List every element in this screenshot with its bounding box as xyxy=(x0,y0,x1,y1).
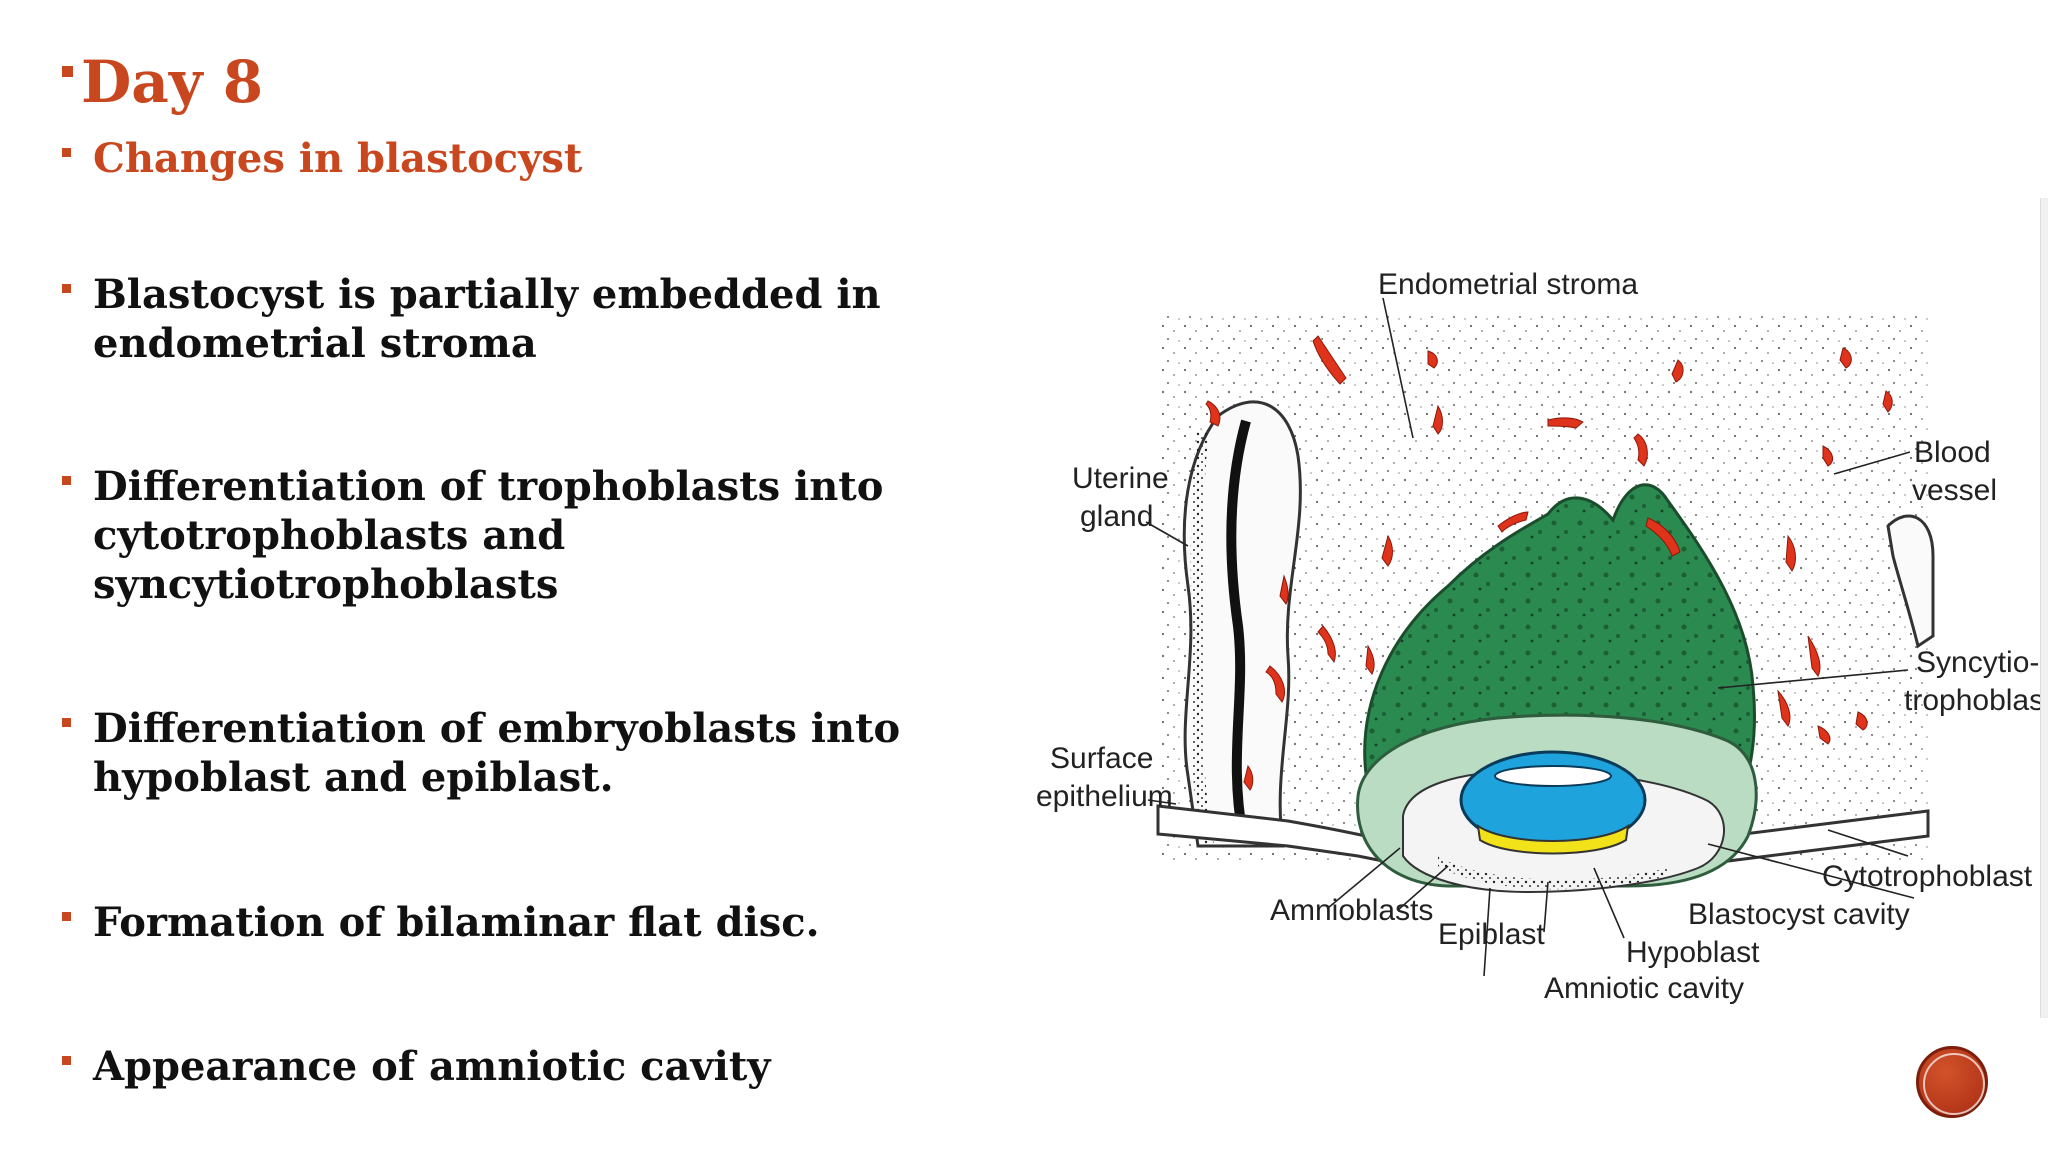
label-endometrial-stroma: Endometrial stroma xyxy=(1378,268,1638,301)
uterine-gland-right xyxy=(1886,514,1935,649)
blood-vessels xyxy=(1205,335,1893,791)
label-blastocyst-cavity: Blastocyst cavity xyxy=(1688,898,1910,931)
label-uterine-gland-2: gland xyxy=(1080,500,1153,533)
point-bullet xyxy=(62,476,71,485)
point-row: Formation of bilaminar flat disc. xyxy=(62,898,923,947)
blastocyst-diagram: Endometrial stroma Uterine gland Blood v… xyxy=(1036,268,2040,1005)
point-row: Appearance of amniotic cavity xyxy=(62,1042,923,1091)
title-bullet xyxy=(62,66,73,77)
label-syncytiotrophoblast: Syncytio- xyxy=(1916,646,2039,679)
point-row: Differentiation of trophoblasts into cyt… xyxy=(62,462,923,609)
label-epiblast: Epiblast xyxy=(1438,918,1545,951)
point-text: Appearance of amniotic cavity xyxy=(93,1043,771,1090)
gland-cells xyxy=(1190,430,1214,847)
gland-lumen xyxy=(1226,419,1251,837)
point-bullet xyxy=(62,1056,71,1065)
subtitle-bullet xyxy=(62,148,71,157)
label-blood-vessel-2: vessel xyxy=(1912,474,1997,507)
surface-epithelium-right xyxy=(1726,809,1930,863)
point-row: Blastocyst is partially embedded in endo… xyxy=(62,270,923,368)
slide-subtitle: Changes in blastocyst xyxy=(93,135,583,182)
point-text: Differentiation of embryoblasts into hyp… xyxy=(93,705,901,801)
label-surface-epithelium-2: epithelium xyxy=(1036,780,1173,813)
label-blood-vessel: Blood xyxy=(1914,436,1991,469)
subtitle-row: Changes in blastocyst xyxy=(62,134,582,184)
label-hypoblast: Hypoblast xyxy=(1626,936,1760,969)
label-leader-lines xyxy=(1145,297,1915,977)
point-bullet xyxy=(62,284,71,293)
label-amnioblasts: Amnioblasts xyxy=(1270,894,1433,927)
scrollbar[interactable] xyxy=(2040,198,2048,1018)
label-uterine-gland: Uterine xyxy=(1072,462,1169,495)
slide-title: Day 8 xyxy=(81,48,264,116)
label-cytotrophoblast: Cytotrophoblast xyxy=(1822,860,2033,893)
point-row: Differentiation of embryoblasts into hyp… xyxy=(62,704,923,802)
point-text: Formation of bilaminar flat disc. xyxy=(93,899,820,946)
point-text: Blastocyst is partially embedded in endo… xyxy=(93,271,881,367)
label-amniotic-cavity: Amniotic cavity xyxy=(1544,972,1744,1005)
title-row: Day 8 xyxy=(62,46,263,118)
point-bullet xyxy=(62,718,71,727)
amniotic-cavity xyxy=(1494,765,1612,787)
next-slide-button[interactable] xyxy=(1916,1046,1988,1118)
point-text: Differentiation of trophoblasts into cyt… xyxy=(93,463,884,608)
blastocyst-cavity-shading xyxy=(1438,856,1668,890)
hypoblast xyxy=(1476,823,1630,855)
point-bullet xyxy=(62,912,71,921)
label-surface-epithelium: Surface xyxy=(1050,742,1153,775)
label-syncytiotrophoblast-2: trophoblast xyxy=(1904,684,2040,717)
